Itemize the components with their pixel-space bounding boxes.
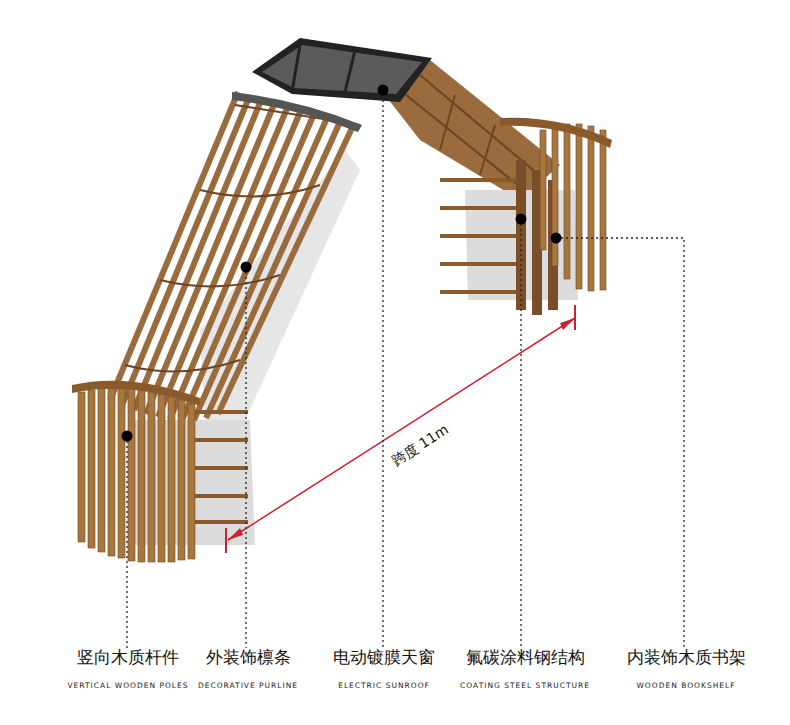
part-name: 竖向木质杆件	[77, 647, 179, 667]
part-name-english: DECORATIVE PURLINE	[198, 681, 298, 691]
part-name-english: COATING STEEL STRUCTURE	[460, 681, 590, 691]
part-name: 氟碳涂料钢结构	[466, 647, 585, 667]
part-name-english: VERTICAL WOODEN POLES	[67, 681, 188, 691]
part-name-english: ELECTRIC SUNROOF	[338, 681, 430, 691]
part-name-english: WOODEN BOOKSHELF	[636, 681, 735, 691]
part-name: 电动镀膜天窗	[333, 647, 435, 667]
part-name: 内装饰木质书架	[627, 647, 746, 667]
part-name: 外装饰檩条	[206, 647, 291, 667]
dimension-label: 跨度 11m	[386, 419, 454, 470]
